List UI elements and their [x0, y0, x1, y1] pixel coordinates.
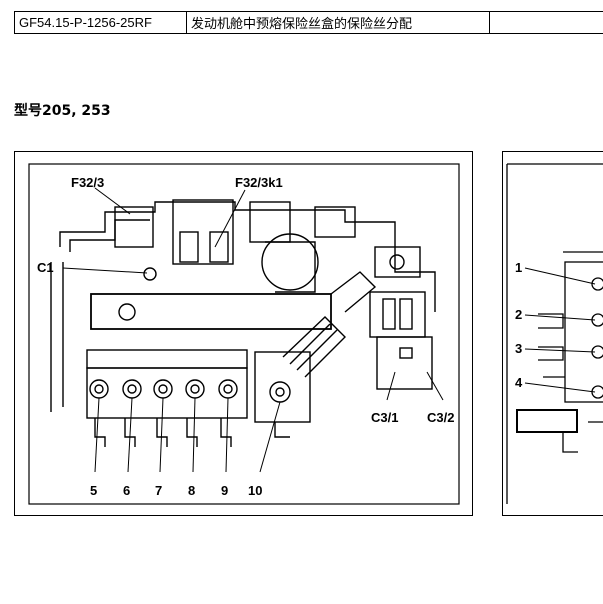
leader-1 — [524, 267, 596, 285]
leader-10 — [259, 401, 281, 473]
label-4: 4 — [515, 375, 523, 390]
model-line: 型号205, 253 — [14, 103, 111, 119]
label-1: 1 — [515, 260, 522, 275]
leader-5 — [94, 397, 100, 473]
leader-4 — [524, 382, 596, 393]
leader-2 — [524, 314, 596, 321]
label-10: 10 — [248, 483, 262, 498]
leader-c3-2 — [426, 371, 444, 401]
label-5: 5 — [90, 483, 97, 498]
label-c1: C1 — [37, 260, 54, 275]
doc-code-cell: GF54.15-P-1256-25RF — [14, 11, 187, 34]
leader-9 — [225, 397, 229, 473]
leader-8 — [192, 397, 196, 473]
leader-c3-1 — [386, 371, 396, 401]
leader-7 — [159, 397, 164, 473]
leader-3 — [524, 348, 596, 353]
label-f32-3k1: F32/3k1 — [235, 175, 283, 190]
doc-title-cell: 发动机舱中预熔保险丝盒的保险丝分配 — [186, 11, 490, 34]
label-c3-1: C3/1 — [371, 410, 398, 425]
label-2: 2 — [515, 307, 522, 322]
leader-f32-3k1 — [214, 189, 246, 248]
doc-extra-cell — [489, 11, 603, 34]
label-c3-2: C3/2 — [427, 410, 454, 425]
leader-f32-3 — [94, 187, 131, 215]
label-8: 8 — [188, 483, 195, 498]
label-9: 9 — [221, 483, 228, 498]
fuse-box-detail-panel: 1 2 3 4 — [502, 151, 603, 516]
fuse-box-diagram-panel: F32/3 F32/3k1 C1 C3/1 C3/2 5 6 7 8 9 10 — [14, 151, 473, 516]
leader-6 — [127, 397, 133, 473]
label-3: 3 — [515, 341, 522, 356]
fuse-box-drawing: F32/3 F32/3k1 C1 C3/1 C3/2 5 6 7 8 9 10 — [28, 163, 460, 505]
leader-c1 — [62, 267, 148, 274]
label-f32-3: F32/3 — [71, 175, 104, 190]
label-7: 7 — [155, 483, 162, 498]
document-header-table: GF54.15-P-1256-25RF 发动机舱中预熔保险丝盒的保险丝分配 — [14, 11, 603, 34]
fuse-box-detail-drawing: 1 2 3 4 — [506, 163, 603, 504]
label-6: 6 — [123, 483, 130, 498]
